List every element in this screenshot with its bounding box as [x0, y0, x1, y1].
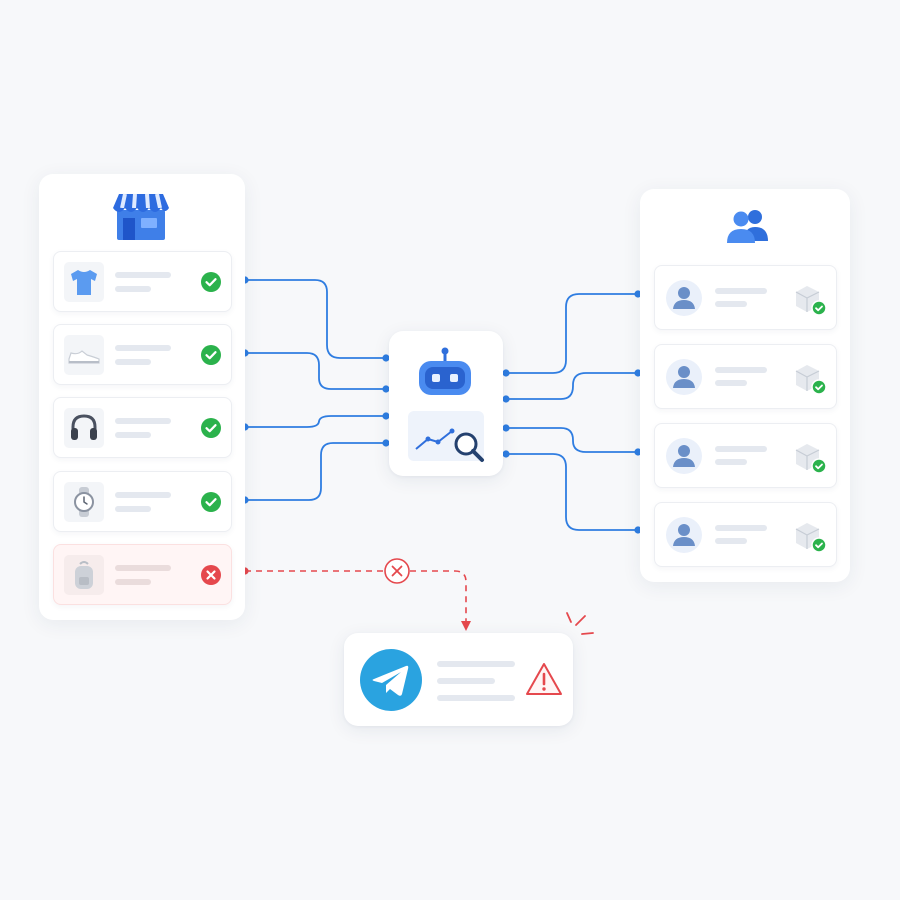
placeholder-line	[715, 367, 767, 373]
check-icon	[201, 418, 221, 438]
backpack-icon	[64, 555, 104, 595]
product-row[interactable]	[53, 397, 232, 458]
product-row[interactable]	[53, 471, 232, 532]
connector-customer-1	[506, 293, 638, 374]
package-delivered-icon	[795, 286, 827, 316]
product-row[interactable]	[53, 324, 232, 385]
placeholder-line	[715, 446, 767, 452]
chart-search-icon	[408, 411, 484, 462]
placeholder-line	[115, 359, 151, 365]
package-delivered-icon	[795, 444, 827, 474]
placeholder-line	[115, 579, 151, 585]
product-row-error[interactable]	[53, 544, 232, 605]
user-avatar-icon	[666, 517, 702, 553]
placeholder-line	[715, 525, 767, 531]
placeholder-line	[115, 565, 171, 571]
telegram-icon	[360, 649, 422, 711]
placeholder-line	[115, 345, 171, 351]
package-delivered-icon	[795, 523, 827, 553]
customer-row[interactable]	[654, 265, 837, 330]
connector-product-2	[245, 352, 386, 390]
customer-row[interactable]	[654, 344, 837, 409]
placeholder-line	[115, 272, 171, 278]
check-icon	[201, 492, 221, 512]
check-icon	[201, 345, 221, 365]
ai-hub-card[interactable]	[389, 331, 503, 476]
user-avatar-icon	[666, 438, 702, 474]
tshirt-icon	[64, 262, 104, 302]
connector-customer-4	[506, 453, 638, 531]
customer-row[interactable]	[654, 423, 837, 488]
connector-customer-2	[506, 372, 638, 400]
connector-product-3	[245, 415, 386, 428]
placeholder-line	[715, 380, 747, 386]
warning-icon	[526, 663, 562, 695]
placeholder-line	[115, 286, 151, 292]
placeholder-line	[715, 459, 747, 465]
placeholder-line	[437, 695, 515, 701]
user-avatar-icon	[666, 359, 702, 395]
error-path	[241, 558, 471, 631]
error-x-icon	[201, 565, 221, 585]
placeholder-line	[115, 492, 171, 498]
users-icon	[727, 210, 768, 243]
watch-icon	[64, 482, 104, 522]
robot-icon	[419, 347, 471, 395]
headphones-icon	[64, 408, 104, 448]
alert-spark-marks	[566, 612, 594, 635]
package-delivered-icon	[795, 365, 827, 395]
placeholder-line	[437, 678, 495, 684]
placeholder-line	[715, 301, 747, 307]
placeholder-line	[437, 661, 515, 667]
placeholder-line	[715, 538, 747, 544]
user-avatar-icon	[666, 280, 702, 316]
placeholder-line	[115, 506, 151, 512]
placeholder-line	[715, 288, 767, 294]
storefront-icon	[109, 192, 173, 242]
placeholder-line	[115, 418, 171, 424]
customer-row[interactable]	[654, 502, 837, 567]
placeholder-line	[115, 432, 151, 438]
connector-customer-3	[506, 427, 638, 453]
product-row[interactable]	[53, 251, 232, 312]
telegram-alert-card[interactable]	[344, 633, 573, 726]
check-icon	[201, 272, 221, 292]
connector-product-4	[245, 442, 386, 501]
sneaker-icon	[64, 335, 104, 375]
connector-product-1	[245, 279, 386, 359]
